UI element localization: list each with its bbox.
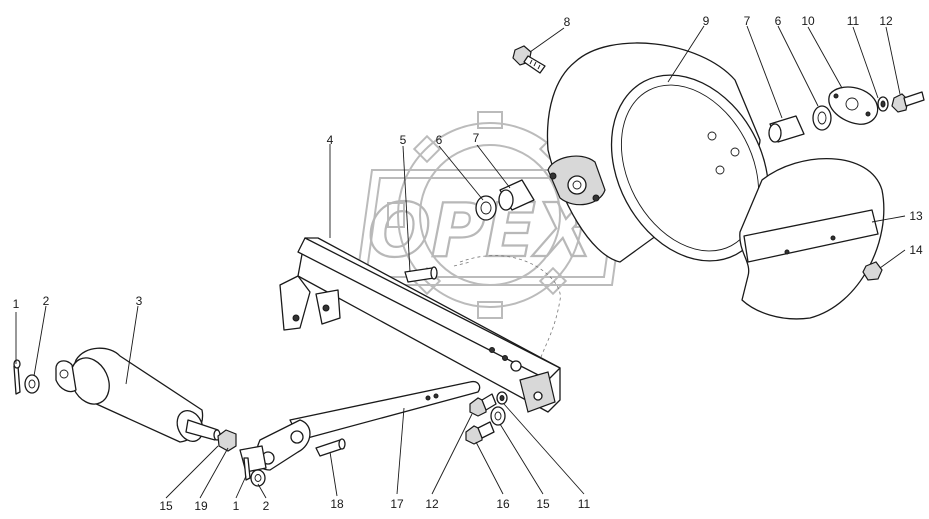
washer-6-top [812,105,832,131]
callout-14: 14 [909,243,923,257]
callout-2-bottom: 2 [263,499,270,513]
bushing-7-mid [498,179,535,211]
callout-12-bottom: 12 [425,497,439,511]
callout-3: 3 [136,294,143,308]
bolt-16 [465,421,495,445]
callout-1-bottom: 1 [233,499,240,513]
washer-2-bottom [250,469,266,487]
actuator-cylinder [55,347,221,443]
callout-17: 17 [390,497,404,511]
callout-15-left: 15 [159,499,173,513]
callout-11-top: 11 [847,14,860,28]
bushing-7-top [768,115,805,143]
callout-19: 19 [194,499,208,513]
callout-13: 13 [909,209,923,223]
callout-4: 4 [327,133,334,147]
callout-2-left: 2 [43,294,50,308]
nut-19 [217,429,237,452]
callout-16: 16 [496,497,510,511]
cotter-pin-1-bottom [243,457,251,481]
bolt-12-bottom [469,393,497,417]
leader-lines [15,25,906,499]
cover-plate [739,157,885,320]
callout-18: 18 [330,497,344,511]
washer-15-bottom [490,406,506,426]
washer-11-bottom [496,391,508,405]
watermark-frame [354,169,630,286]
cap-10 [828,86,879,125]
callout-6-mid: 6 [436,133,443,147]
callout-5: 5 [400,133,407,147]
callout-labels: 1 2 3 4 5 6 7 8 9 7 6 10 11 12 13 14 15 … [13,14,923,513]
callout-15-bottom: 15 [536,497,550,511]
bolt-8 [512,45,546,74]
callout-7-mid: 7 [473,131,480,145]
lever-rod [239,380,481,473]
pin-5 [404,266,438,283]
housing-drum [546,42,770,263]
nut-14 [862,261,883,281]
washer-2-left [24,374,40,394]
assembly-path-2 [453,261,471,267]
callout-11-bottom: 11 [578,497,591,511]
callout-10: 10 [801,14,815,28]
washer-11-top [877,96,889,112]
bolt-12-top [891,91,925,113]
callout-8: 8 [564,15,571,29]
callout-9: 9 [703,14,710,28]
callout-6-top: 6 [775,14,782,28]
callout-12-top: 12 [879,14,893,28]
callout-1-left: 1 [13,297,20,311]
bracket-bar [279,237,561,413]
cotter-pin-1-left [13,359,21,395]
callout-7-top: 7 [744,14,751,28]
watermark-frame-inner [364,177,620,278]
assembly-path [459,255,561,361]
pin-18 [315,438,346,457]
washer-6-mid [475,195,497,221]
